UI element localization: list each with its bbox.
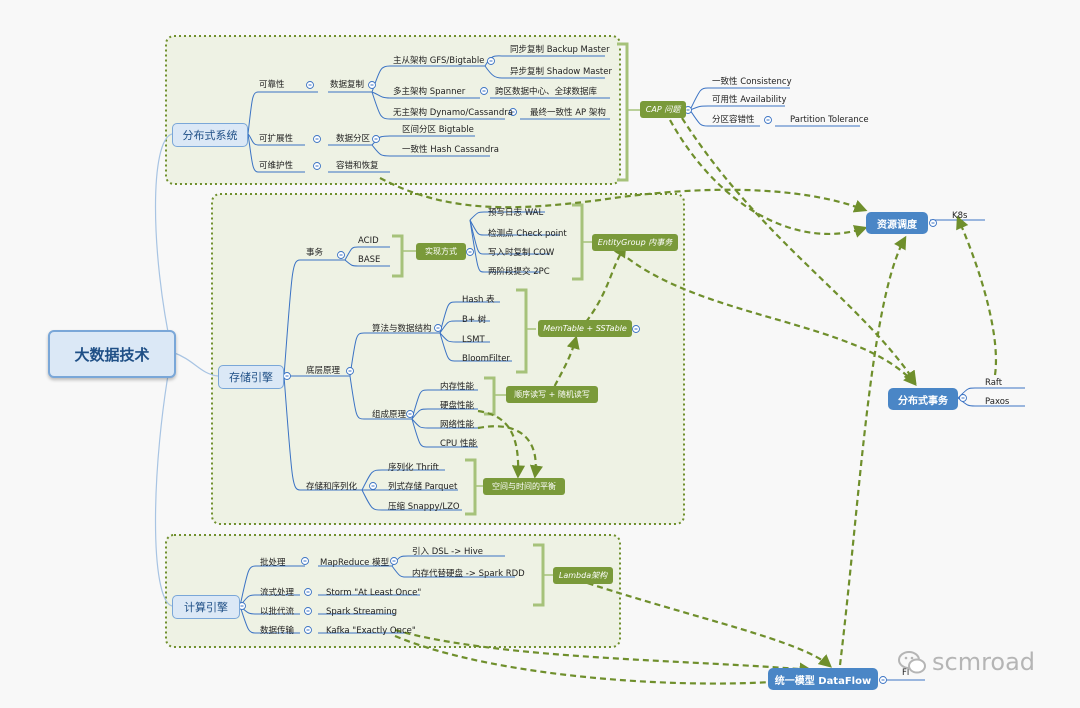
label-data-transfer[interactable]: 数据传输: [260, 626, 295, 636]
label-underlying[interactable]: 底层原理: [306, 366, 341, 376]
root-node[interactable]: 大数据技术: [48, 330, 176, 378]
label-spark-streaming[interactable]: Spark Streaming: [326, 607, 398, 617]
label-scalability[interactable]: 可扩展性: [259, 134, 294, 144]
label-hash-table[interactable]: Hash 表: [462, 295, 495, 305]
region-distributed: [165, 35, 621, 185]
label-snappy[interactable]: 压缩 Snappy/LZO: [388, 502, 460, 512]
label-hash-partition[interactable]: 一致性 Hash Cassandra: [402, 145, 500, 155]
label-mapreduce[interactable]: MapReduce 模型: [320, 558, 390, 568]
label-sync-replication[interactable]: 同步复制 Backup Master: [510, 45, 610, 55]
region-compute: [165, 534, 621, 648]
node-dataflow[interactable]: 统一模型 DataFlow: [768, 668, 878, 690]
node-distributed-system[interactable]: 分布式系统: [172, 123, 248, 147]
node-space-time[interactable]: 空间与时间的平衡: [483, 478, 565, 495]
label-range-partition[interactable]: 区间分区 Bigtable: [402, 125, 474, 135]
node-memtable[interactable]: MemTable + SSTable: [538, 320, 632, 337]
label-async-replication[interactable]: 异步复制 Shadow Master: [510, 67, 612, 77]
region-storage: [211, 193, 685, 525]
node-compute-engine[interactable]: 计算引擎: [172, 595, 240, 619]
label-memory-perf[interactable]: 内存性能: [440, 382, 475, 392]
node-implementation[interactable]: 实现方式: [416, 243, 466, 260]
label-btree[interactable]: B+ 树: [462, 315, 487, 325]
node-distributed-tx[interactable]: 分布式事务: [888, 388, 958, 410]
label-partition-tolerance-cn[interactable]: 分区容错性: [712, 115, 755, 125]
label-eventual[interactable]: 最终一致性 AP 架构: [530, 108, 606, 118]
label-acid[interactable]: ACID: [358, 236, 379, 246]
node-cap[interactable]: CAP 问题: [640, 101, 686, 118]
label-parquet[interactable]: 列式存储 Parquet: [388, 482, 458, 492]
label-serialization[interactable]: 存储和序列化: [306, 482, 358, 492]
label-bloom[interactable]: BloomFilter: [462, 354, 510, 364]
label-cross-dc[interactable]: 跨区数据中心、全球数据库: [495, 87, 598, 97]
watermark-text: scmroad: [932, 648, 1036, 676]
label-data-replication[interactable]: 数据复制: [330, 80, 365, 90]
label-wal[interactable]: 预写日志 WAL: [488, 208, 544, 218]
label-base[interactable]: BASE: [358, 255, 381, 265]
node-entity-group[interactable]: EntityGroup 内事务: [592, 234, 678, 251]
label-dataflow-child[interactable]: Fl: [902, 668, 910, 678]
label-raft[interactable]: Raft: [985, 378, 1003, 388]
label-maintainability[interactable]: 可维护性: [259, 161, 294, 171]
label-partitioning[interactable]: 数据分区: [336, 134, 371, 144]
label-microbatch[interactable]: 以批代流: [260, 607, 295, 617]
label-consistency[interactable]: 一致性 Consistency: [712, 77, 792, 87]
label-kafka[interactable]: Kafka "Exactly Once": [326, 626, 416, 636]
label-dsl-hive[interactable]: 引入 DSL -> Hive: [412, 547, 483, 557]
label-transaction[interactable]: 事务: [306, 248, 324, 258]
label-availability[interactable]: 可用性 Availability: [712, 95, 787, 105]
label-partition-tolerance-en[interactable]: Partition Tolerance: [790, 115, 869, 125]
label-fault-recovery[interactable]: 容错和恢复: [336, 161, 379, 171]
label-cow[interactable]: 写入时复制 COW: [488, 248, 555, 258]
label-master-slave[interactable]: 主从架构 GFS/Bigtable: [393, 56, 485, 66]
label-multi-master[interactable]: 多主架构 Spanner: [393, 87, 466, 97]
node-storage-engine[interactable]: 存储引擎: [218, 365, 284, 389]
label-storm[interactable]: Storm "At Least Once": [326, 588, 422, 598]
label-composition[interactable]: 组成原理: [372, 410, 407, 420]
label-cpu-perf[interactable]: CPU 性能: [440, 439, 477, 449]
label-spark-rdd[interactable]: 内存代替硬盘 -> Spark RDD: [412, 569, 525, 579]
label-network-perf[interactable]: 网络性能: [440, 420, 475, 430]
label-algorithms[interactable]: 算法与数据结构: [372, 324, 432, 334]
label-2pc[interactable]: 两阶段提交 2PC: [488, 267, 550, 277]
wechat-icon: [898, 651, 926, 674]
label-reliability[interactable]: 可靠性: [259, 80, 285, 90]
label-k8s[interactable]: K8s: [952, 211, 968, 221]
node-seq-random[interactable]: 顺序读写 + 随机读写: [506, 386, 598, 403]
label-paxos[interactable]: Paxos: [985, 397, 1010, 407]
label-masterless[interactable]: 无主架构 Dynamo/Cassandra: [393, 108, 513, 118]
label-disk-perf[interactable]: 硬盘性能: [440, 401, 475, 411]
label-streaming[interactable]: 流式处理: [260, 588, 295, 598]
label-lsmt[interactable]: LSMT: [462, 335, 485, 345]
node-resource-scheduling[interactable]: 资源调度: [866, 212, 928, 234]
label-thrift[interactable]: 序列化 Thrift: [388, 463, 439, 473]
node-lambda[interactable]: Lambda架构: [553, 567, 613, 584]
label-batch[interactable]: 批处理: [260, 558, 286, 568]
label-checkpoint[interactable]: 检测点 Check point: [488, 229, 567, 239]
